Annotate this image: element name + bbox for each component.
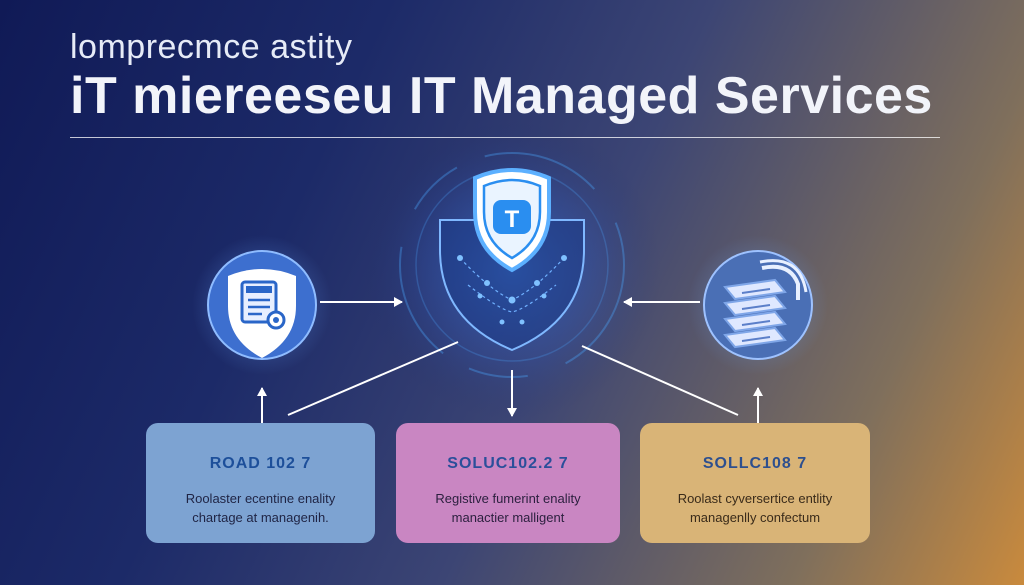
card-text: chartage at managenih. bbox=[192, 510, 329, 525]
card-title: SOLUC102.2 7 bbox=[447, 455, 569, 472]
shield-icon: T bbox=[473, 168, 551, 273]
card-text: Roolaster ecentine enality bbox=[185, 491, 336, 506]
card-text: managenlly confectum bbox=[689, 510, 821, 525]
card-text: manactier malligent bbox=[451, 510, 565, 525]
info-card-2: SOLUC102.2 7 Registive fumerint enality … bbox=[396, 423, 620, 543]
card-text: Roolast cyversertice entlity bbox=[677, 491, 833, 506]
card-title: SOLLC108 7 bbox=[702, 455, 808, 472]
info-card-3: SOLLC108 7 Roolast cyversertice entlity … bbox=[640, 423, 870, 543]
page-title: iT miereeseu IT Managed Services bbox=[70, 67, 933, 125]
document-gear-icon bbox=[192, 235, 332, 375]
connector-arrows bbox=[257, 297, 763, 423]
info-card-1: ROAD 102 7 Roolaster ecentine enality ch… bbox=[146, 423, 375, 543]
card-title: ROAD 102 7 bbox=[209, 455, 312, 472]
line-center-to-card3 bbox=[581, 345, 739, 416]
subtitle: lomprecmce astity bbox=[70, 28, 353, 66]
shield-letter: T bbox=[505, 206, 520, 233]
network-node-icon bbox=[439, 219, 585, 352]
server-stack-icon bbox=[688, 235, 828, 375]
line-center-to-card1 bbox=[287, 341, 459, 416]
card-text: Registive fumerint enality bbox=[435, 491, 581, 506]
